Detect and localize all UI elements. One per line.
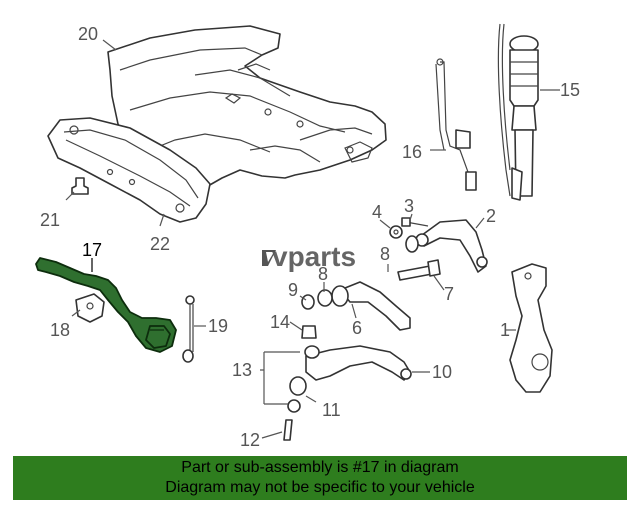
callout-4[interactable]: 4 [372, 202, 382, 222]
callout-21[interactable]: 21 [40, 210, 60, 230]
callout-20[interactable]: 20 [78, 24, 98, 44]
part-19-stabilizer-link[interactable] [182, 295, 195, 363]
callout-7[interactable]: 7 [444, 284, 454, 304]
callout-13[interactable]: 13 [232, 360, 252, 380]
vparts-watermark: vparts [262, 241, 356, 272]
callout-14[interactable]: 14 [270, 312, 290, 332]
part-15-air-strut[interactable] [497, 23, 539, 201]
part-7-bolt[interactable] [397, 259, 441, 281]
callout-11[interactable]: 11 [322, 400, 341, 420]
watermark-text: vparts [272, 241, 356, 272]
callout-15[interactable]: 15 [560, 80, 580, 100]
callout-19[interactable]: 19 [208, 316, 228, 336]
callout-3[interactable]: 3 [404, 196, 414, 216]
callout-1[interactable]: 1 [500, 320, 510, 340]
callout-8b[interactable]: 8 [318, 264, 328, 284]
part-21-bolt[interactable] [71, 177, 89, 195]
part-17-stabilizer-bar[interactable] [35, 257, 177, 353]
callout-8a[interactable]: 8 [380, 244, 390, 264]
part-12-bolt[interactable] [283, 419, 293, 441]
leader-lines [65, 39, 560, 439]
callout-18[interactable]: 18 [50, 320, 70, 340]
part-2-upper-control-arm[interactable] [415, 219, 488, 273]
part-6-strut-rod[interactable] [301, 281, 411, 331]
part-18-bracket[interactable] [75, 293, 105, 323]
part-1-steering-knuckle[interactable] [509, 263, 553, 393]
part-14-bushing[interactable] [301, 325, 317, 339]
part-5-bushing[interactable] [405, 235, 419, 253]
part-16-sensor-link[interactable] [435, 58, 477, 191]
banner-line-1: Part or sub-assembly is #17 in diagram [181, 459, 459, 476]
callout-9[interactable]: 9 [288, 280, 298, 300]
banner-line-2: Diagram may not be specific to your vehi… [165, 479, 475, 496]
part-info-banner: Part or sub-assembly is #17 in diagram D… [13, 456, 627, 500]
part-22-cross-brace[interactable] [47, 117, 211, 223]
callout-17[interactable]: 17 [82, 240, 102, 260]
callout-22[interactable]: 22 [150, 234, 170, 254]
callout-6[interactable]: 6 [352, 318, 362, 338]
part-3-bolt[interactable] [401, 217, 429, 227]
part-4-washer[interactable] [389, 225, 403, 239]
part-11-bushing[interactable] [287, 376, 307, 413]
callout-16[interactable]: 16 [402, 142, 422, 162]
part-10-lower-control-arm[interactable] [304, 345, 412, 381]
callout-12[interactable]: 12 [240, 430, 260, 450]
callout-2[interactable]: 2 [486, 206, 496, 226]
callout-10[interactable]: 10 [432, 362, 452, 382]
